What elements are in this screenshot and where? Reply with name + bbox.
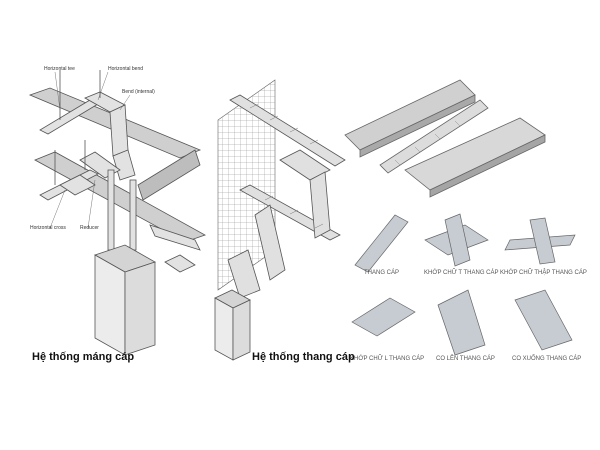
co-xuong-part	[514, 289, 573, 351]
caption-khop-chu-t: KHỚP CHỮ T THANG CÁP	[424, 270, 499, 276]
co-len-part	[437, 289, 486, 356]
label-bend-internal: Bend (internal)	[122, 89, 155, 95]
title-cable-tray-system: Hệ thống máng cáp	[32, 351, 135, 363]
label-horizontal-tee: Horizontal tee	[44, 66, 75, 72]
khop-l-part	[351, 297, 416, 337]
label-horizontal-cross: Horizontal cross	[30, 225, 66, 231]
ladder-tray	[379, 99, 489, 174]
perforated-tray	[344, 79, 476, 151]
title-cable-ladder-system: Hệ thống thang cáp	[252, 351, 355, 363]
thang-cap-part	[354, 214, 409, 273]
side-tray	[137, 149, 201, 201]
ladder-drop	[227, 249, 261, 299]
solid-tray	[404, 117, 546, 191]
tray-bend	[112, 149, 136, 181]
cabinet-side	[232, 299, 251, 361]
caption-khop-chu-l: KHỚP CHỮ L THANG CÁP	[350, 356, 425, 362]
tray-tee	[164, 254, 196, 273]
ladder-run	[229, 94, 346, 167]
ladder-vertical	[254, 204, 286, 281]
khop-thap-part	[529, 217, 556, 265]
ladder-vertical	[309, 171, 331, 239]
cabinet-side	[124, 261, 156, 356]
caption-co-xuong: CO XUỐNG THANG CÁP	[512, 356, 582, 362]
label-horizontal-bend: Horizontal bend	[108, 66, 144, 72]
ladder-bend	[279, 149, 331, 181]
caption-khop-chu-thap: KHỚP CHỮ THẬP THANG CÁP	[500, 270, 587, 276]
label-reducer: Reducer	[80, 225, 99, 231]
caption-thang-cap: THANG CÁP	[364, 270, 400, 276]
caption-co-len: CO LÊN THANG CÁP	[436, 356, 495, 362]
khop-t-part	[444, 213, 471, 267]
tray-segment	[149, 224, 201, 251]
horizontal-cross	[59, 174, 96, 196]
